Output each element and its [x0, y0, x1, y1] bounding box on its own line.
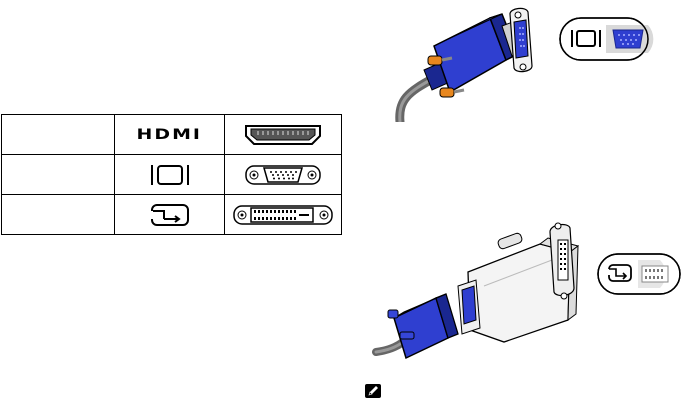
vga-to-dvi-adapter-connection	[372, 210, 683, 372]
dvi-port-badge	[598, 254, 680, 294]
vga-port-badge	[560, 18, 653, 60]
hdmi-logo-icon: HDMI	[137, 127, 202, 143]
note-pencil-icon	[364, 383, 382, 399]
connector-type-label	[2, 155, 115, 195]
connector-type-label	[2, 195, 115, 235]
connector-type-label	[2, 115, 115, 155]
vga-cable-connection	[394, 0, 683, 122]
table-row-vga	[2, 155, 342, 195]
hdmi-port-cell	[225, 115, 342, 155]
dvi-symbol-cell	[115, 195, 225, 235]
dvi-port-cell	[225, 195, 342, 235]
dvi-symbol-icon	[150, 202, 190, 228]
connector-table: HDMI	[1, 114, 342, 235]
table-row-hdmi: HDMI	[2, 115, 342, 155]
vga-port-icon	[245, 164, 321, 186]
hdmi-logo-cell: HDMI	[115, 115, 225, 155]
dvi-port-icon	[233, 204, 333, 226]
vga-port-cell	[225, 155, 342, 195]
table-row-dvi	[2, 195, 342, 235]
vga-symbol-icon	[149, 163, 191, 187]
hdmi-port-icon	[244, 124, 322, 146]
vga-symbol-cell	[115, 155, 225, 195]
